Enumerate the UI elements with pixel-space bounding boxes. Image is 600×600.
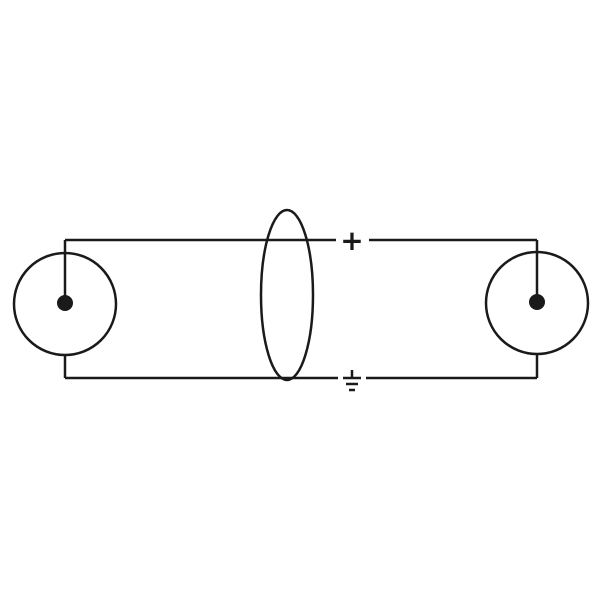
right-rca-connector-icon [484,250,590,356]
plus-label: + [340,224,363,257]
right-center-pin [529,294,545,310]
left-center-pin [57,295,73,311]
left-rca-connector-icon [12,251,118,357]
ground-icon [343,370,361,392]
cable-shield-ellipse-icon [259,208,315,382]
